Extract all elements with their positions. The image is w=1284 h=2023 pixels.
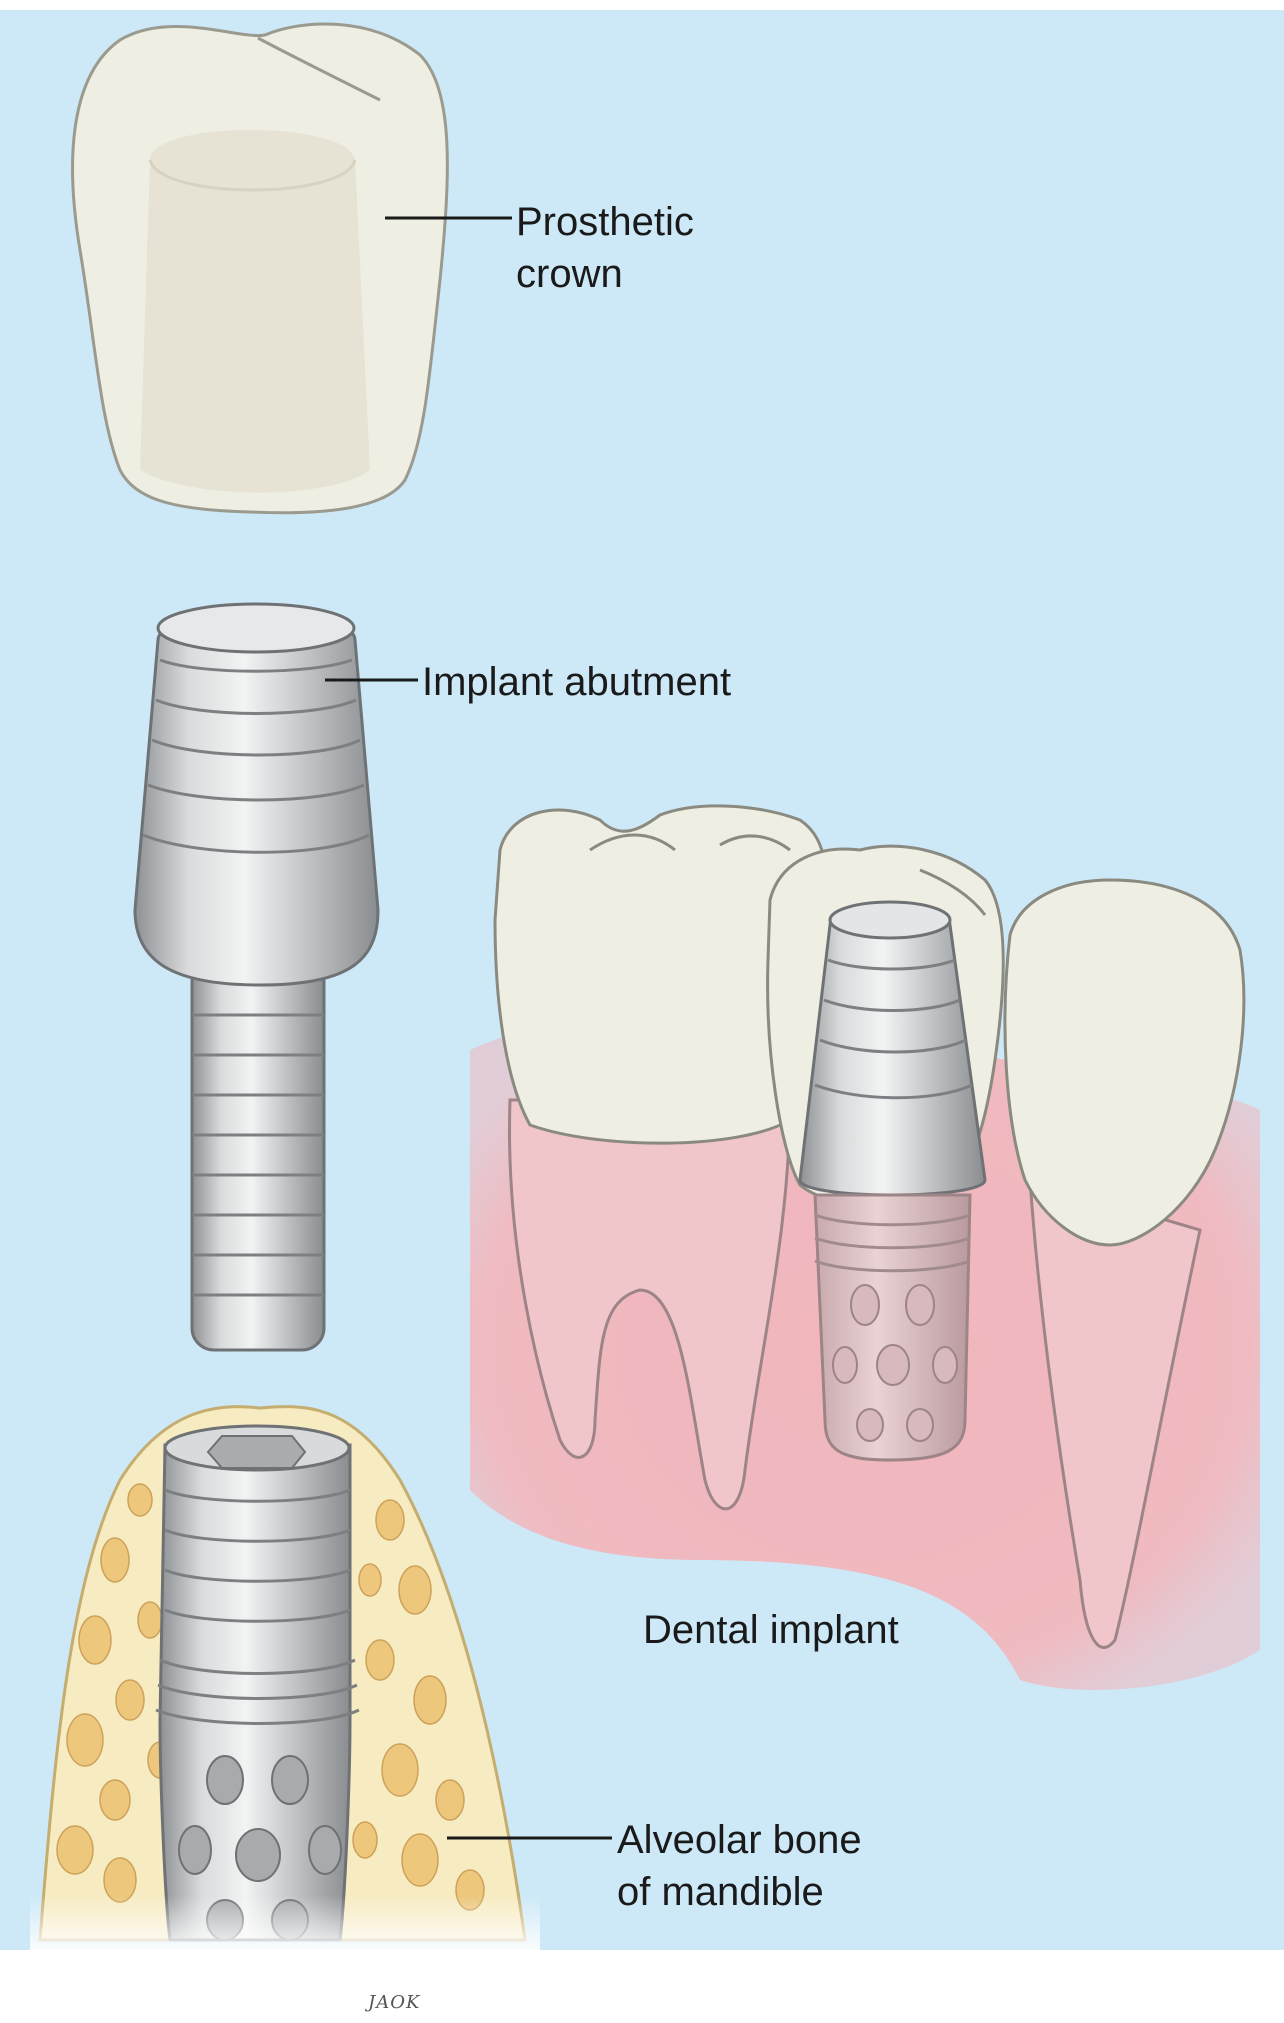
label-alveolar-bone: Alveolar bone of mandible xyxy=(617,1814,862,1918)
label-prosthetic-crown-line2: crown xyxy=(516,248,694,300)
label-alveolar-bone-line1: Alveolar bone xyxy=(617,1814,862,1866)
label-prosthetic-crown: Prosthetic crown xyxy=(516,196,694,300)
label-implant-abutment: Implant abutment xyxy=(422,656,731,708)
label-dental-implant-text: Dental implant xyxy=(643,1604,899,1656)
label-implant-abutment-text: Implant abutment xyxy=(422,656,731,708)
label-prosthetic-crown-line1: Prosthetic xyxy=(516,196,694,248)
label-alveolar-bone-line2: of mandible xyxy=(617,1866,862,1918)
prosthetic-crown-drawing xyxy=(73,24,448,513)
artist-signature: JAOK xyxy=(368,1992,420,2013)
label-dental-implant: Dental implant xyxy=(643,1604,899,1656)
